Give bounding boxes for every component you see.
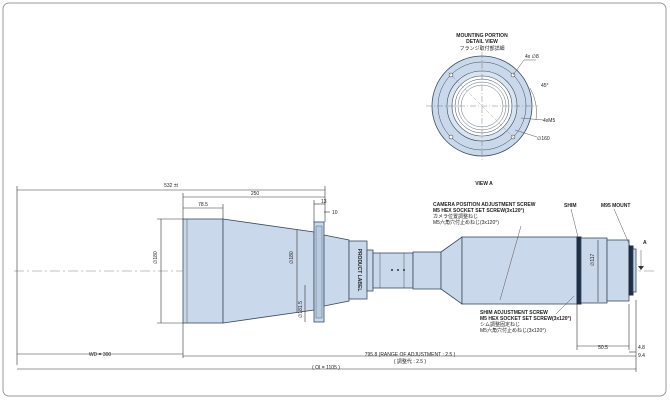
shim-screw-jp1: シム調整固定ねじ <box>480 321 520 328</box>
shim <box>576 236 582 305</box>
angle-label: 45° <box>541 83 549 89</box>
dia-cone: ∅180 <box>289 251 295 264</box>
shim-screw-jp2: M5六角穴付止めねじ(3x120°) <box>480 327 546 334</box>
dia-front: ∅180 <box>153 251 159 264</box>
view-a-mark: A <box>643 240 647 246</box>
view-a-label: VIEW A <box>475 181 493 187</box>
product-label-text: PRODUCT LABEL <box>356 249 362 292</box>
dim-250: 250 <box>251 191 260 197</box>
hole-label: 4x ∅8 <box>525 54 539 60</box>
lens-side-view: PRODUCT LABEL <box>182 218 637 324</box>
cam-screw-title: CAMERA POSITION ADJUSTMENT SCREW <box>433 202 536 208</box>
m95-label: M95 MOUNT <box>601 203 630 209</box>
dim-78-5: 78.5 <box>198 202 208 208</box>
dim-oi: ( OI = 1105 ) <box>312 365 340 371</box>
shim-screw-title: SHIM ADJUSTMENT SCREW <box>480 310 548 316</box>
detail-subtitle: DETAIL VIEW <box>466 39 498 45</box>
dia-flange: ∅181.5 <box>298 301 304 318</box>
thread-label: 4xM5 <box>543 118 555 124</box>
dim-50-5: 50.5 <box>598 345 608 351</box>
neck-cone <box>323 234 350 307</box>
cam-screw-jp2: M5六角穴付止めねじ(3x120°) <box>433 219 499 226</box>
dim-13: 13 <box>321 199 327 205</box>
dim-532: 532 ±t <box>164 183 178 189</box>
mount-face <box>628 245 634 296</box>
bolt-hole <box>448 134 454 140</box>
cam-screw-jp1: カメラ位置調整ねじ <box>433 213 478 220</box>
dim-4-8: 4.8 <box>638 345 645 351</box>
detail-title: MOUNTING PORTION <box>456 33 508 39</box>
shim-label: SHIM <box>564 203 577 209</box>
dim-range-jp: ( 調整代 : 2.5 ) <box>394 358 427 365</box>
m95-mount <box>606 239 630 302</box>
front-barrel <box>182 218 224 324</box>
mounting-detail-view: MOUNTING PORTION DETAIL VIEW フランジ取付部詳細 4… <box>426 33 555 160</box>
cam-screw-sub: M5 HEX SOCKET SET SCREW(3x120°) <box>433 208 525 214</box>
rear-barrel <box>461 236 578 305</box>
dim-9-4: 9.4 <box>638 353 645 359</box>
dim-wd: WD = 300 <box>89 352 112 358</box>
dimensions: 532 ±t 250 78.5 13 10 ∅180 ∅180 ∅181.5 ∅… <box>16 183 645 372</box>
detail-jp-title: フランジ取付部詳細 <box>459 45 504 52</box>
shim-screw-sub: M5 HEX SOCKET SET SCREW(3x120°) <box>480 316 572 322</box>
mid-tube <box>412 251 442 290</box>
dim-range: 795.8 (RANGE OF ADJUSTMENT : 2.5 ) <box>365 352 456 358</box>
mount-barrel <box>580 237 608 304</box>
dia-rear: ∅117 <box>590 253 596 266</box>
dim-10: 10 <box>332 210 338 216</box>
focus-barrel <box>372 252 414 289</box>
callouts: SHIM M95 MOUNT A CAMERA POSITION ADJUSTM… <box>433 202 647 334</box>
pcd-label: ∅160 <box>537 136 550 142</box>
